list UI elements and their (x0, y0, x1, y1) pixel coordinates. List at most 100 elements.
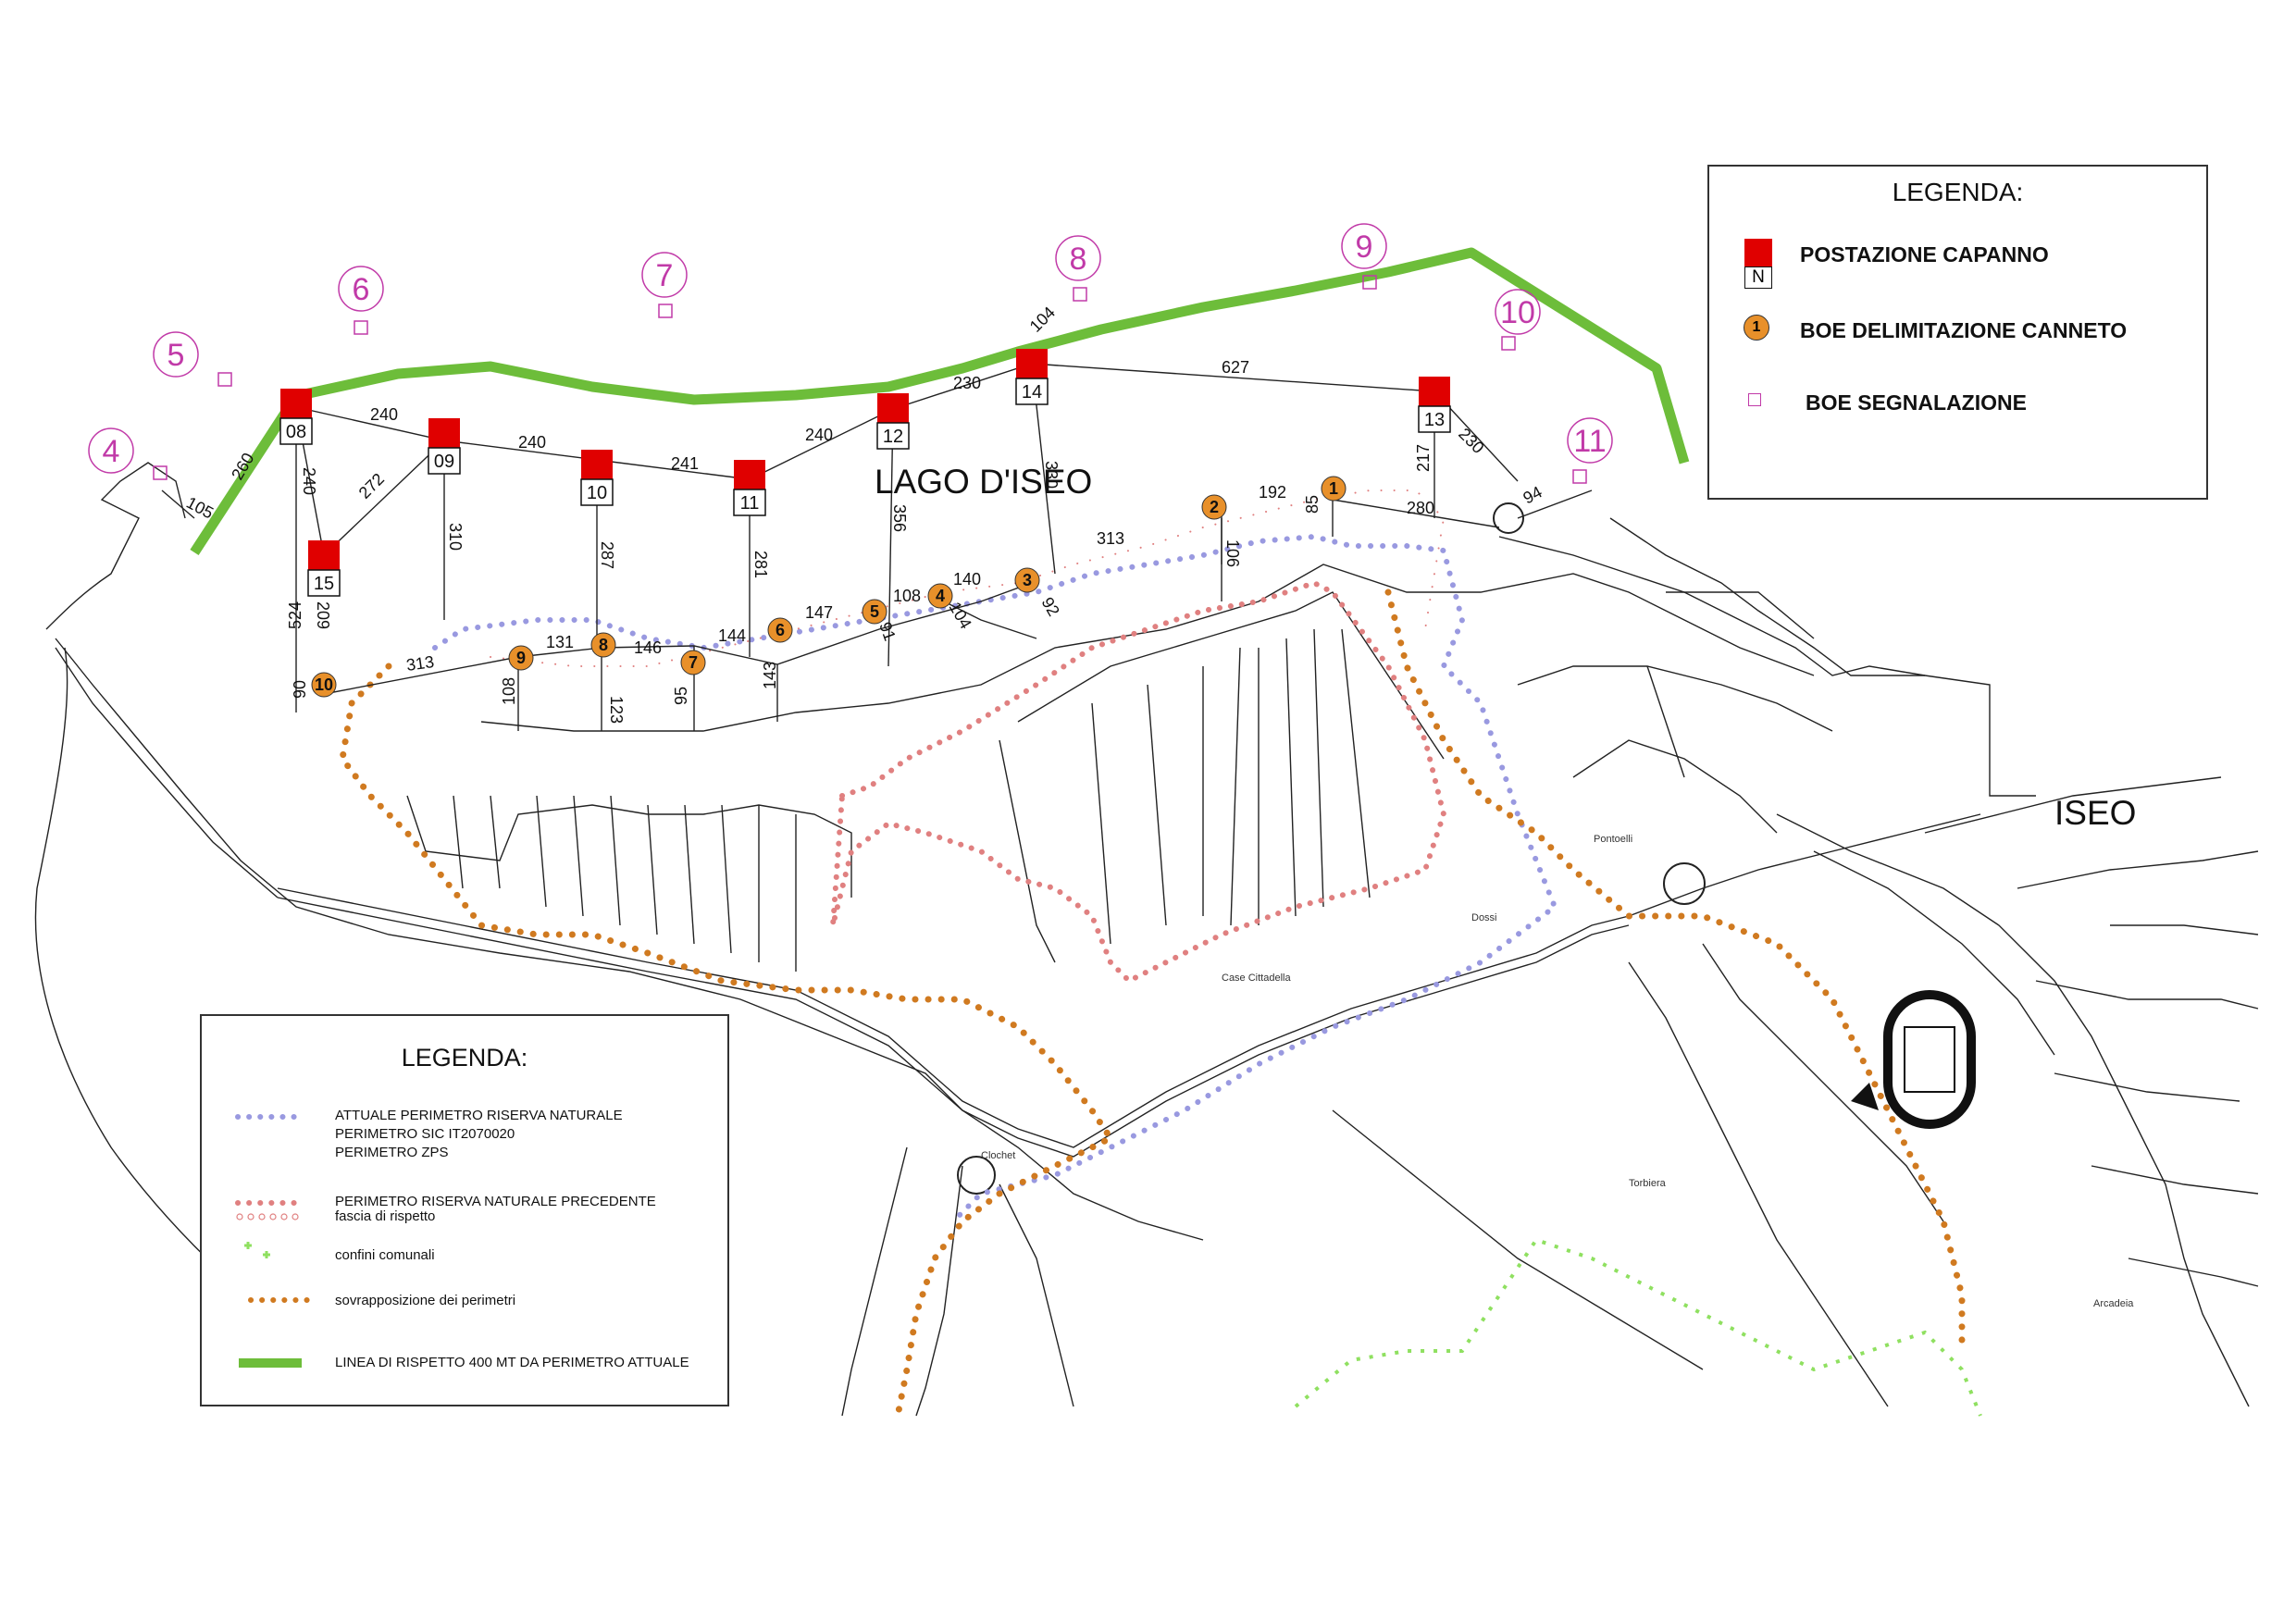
distance-label: 217 (1414, 444, 1433, 472)
capanno-marker[interactable]: 08 (279, 389, 313, 445)
legend-title: LEGENDA: (401, 1044, 528, 1072)
legend-item-label: PERIMETRO ZPS (335, 1145, 449, 1160)
capanni: 08 09 10 11 12 14 13 (279, 349, 1451, 597)
capanno-marker[interactable]: 10 (580, 450, 614, 506)
segnalazione-buoy: 8 (1055, 235, 1101, 302)
distance-label: 108 (500, 677, 518, 705)
distance-labels: 240 240 241 240 230 627 104 105 260 240 … (183, 303, 1545, 724)
linea-rispetto-400mt (190, 247, 1690, 556)
canneto-buoy[interactable]: 5 (862, 599, 887, 625)
distance-label: 240 (370, 405, 398, 424)
distance-label: 123 (607, 696, 626, 724)
segnalazione-buoy: 10 (1495, 289, 1541, 351)
capanno-marker[interactable]: 11 (733, 460, 766, 516)
svg-text:5: 5 (870, 602, 879, 621)
distance-label: 92 (1038, 594, 1063, 619)
distance-label: 330 (1042, 461, 1061, 489)
segnalazione-buoy: 7 (641, 252, 688, 318)
fascia-rispetto-line (490, 489, 1446, 667)
distance-label: 240 (518, 433, 546, 452)
svg-text:7: 7 (656, 258, 674, 293)
small-place-labels: Torbiera Pontoelli Dossi Arcadeia Cloche… (981, 834, 2134, 1309)
canneto-buoy[interactable]: 8 (590, 632, 616, 658)
sovrapposizione-line (339, 663, 1116, 1419)
canneto-buoy[interactable]: 4 (927, 583, 953, 609)
legend-item-label: PERIMETRO SIC IT2070020 (335, 1126, 515, 1142)
segnalazione-buoy: 4 (88, 427, 168, 480)
distance-label: 272 (355, 469, 388, 502)
capanno-marker[interactable]: 12 (876, 393, 910, 450)
legend-title: LEGENDA: (1892, 178, 2024, 206)
distance-label: 281 (751, 551, 770, 578)
distance-label: 108 (893, 587, 921, 605)
distance-label: 106 (1223, 539, 1242, 567)
capanno-marker[interactable]: 13 (1418, 377, 1451, 433)
legend-item-label: confini comunali (335, 1247, 435, 1263)
distance-label: 313 (405, 652, 436, 675)
place-label-torbiera: Torbiera (1629, 1178, 1667, 1189)
distance-label: 209 (314, 601, 332, 629)
red-open-circle-line-icon (236, 1213, 299, 1220)
svg-text:14: 14 (1022, 382, 1042, 403)
legend-item-label: fascia di rispetto (335, 1208, 436, 1224)
capanno-icon (1744, 239, 1772, 266)
segnalazione-buoy: 5 (153, 331, 232, 387)
svg-text:12: 12 (883, 427, 903, 447)
capanno-marker[interactable]: 09 (428, 418, 461, 475)
capanno-marker[interactable]: 14 (1015, 349, 1049, 405)
canneto-buoy[interactable]: 7 (680, 650, 706, 675)
perimetro-precedente-line (830, 579, 1447, 985)
distance-label: 524 (286, 601, 304, 629)
distance-label: 146 (634, 638, 662, 657)
canneto-buoy[interactable]: 2 (1201, 494, 1227, 520)
green-thick-line-icon (239, 1358, 302, 1368)
canneto-buoy[interactable]: 9 (508, 645, 534, 671)
place-label-dossi: Dossi (1471, 912, 1497, 923)
segnalazione-buoy: 6 (338, 266, 384, 335)
svg-text:1: 1 (1329, 479, 1338, 498)
place-label-pontoelli: Pontoelli (1594, 834, 1632, 845)
distance-label: 240 (805, 426, 833, 444)
distance-label: 94 (1520, 482, 1545, 507)
svg-text:6: 6 (353, 272, 370, 307)
segnalazione-buoys: 4 5 6 7 8 9 10 (88, 223, 1613, 484)
svg-text:13: 13 (1424, 410, 1445, 430)
distance-label: 90 (291, 680, 309, 699)
sovrapposizione-line-east (1384, 588, 1966, 1355)
svg-text:10: 10 (1500, 295, 1535, 330)
green-cross-line-icon (244, 1242, 270, 1258)
canneto-buoy[interactable]: 1 (1321, 476, 1347, 502)
canneto-buoy[interactable]: 10 (311, 672, 337, 698)
legend-item-label: LINEA DI RISPETTO 400 MT DA PERIMETRO AT… (335, 1355, 689, 1370)
distance-label: 192 (1259, 483, 1286, 502)
capanno-marker[interactable]: 15 (307, 540, 341, 597)
distance-label: 143 (761, 662, 779, 689)
distance-label: 95 (672, 687, 690, 705)
svg-text:15: 15 (314, 574, 334, 594)
red-dotted-line-icon (235, 1200, 300, 1206)
distance-label: 230 (1455, 425, 1487, 457)
segnalazione-buoy-icon (1748, 393, 1761, 406)
svg-text:3: 3 (1023, 571, 1032, 589)
legend-item-label: sovrapposizione dei perimetri (335, 1293, 516, 1308)
segnalazione-buoy: 9 (1341, 223, 1387, 290)
canneto-buoy-icon: 1 (1744, 315, 1769, 341)
svg-text:11: 11 (1573, 424, 1606, 459)
distance-label: 313 (1097, 529, 1124, 548)
legend-item-label: BOE DELIMITAZIONE CANNETO (1800, 318, 2128, 342)
legend-symbols: LEGENDA: N POSTAZIONE CAPANNO 1 BOE DELI… (1707, 165, 2208, 500)
segnalazione-buoy: 11 (1567, 417, 1613, 484)
place-label-clochet: Clochet (981, 1150, 1015, 1161)
town-name: ISEO (2054, 794, 2137, 832)
distance-label: 240 (300, 467, 318, 495)
distance-label: 140 (953, 570, 981, 588)
orange-dotted-line-icon (248, 1297, 313, 1303)
canneto-buoy[interactable]: 3 (1014, 567, 1040, 593)
legend-item-label: BOE SEGNALAZIONE (1806, 390, 2027, 415)
distance-label: 85 (1303, 495, 1322, 514)
canneto-buoy[interactable]: 6 (767, 617, 793, 643)
distance-label: 131 (546, 633, 574, 651)
svg-text:8: 8 (599, 636, 608, 654)
distance-label: 147 (805, 603, 833, 622)
